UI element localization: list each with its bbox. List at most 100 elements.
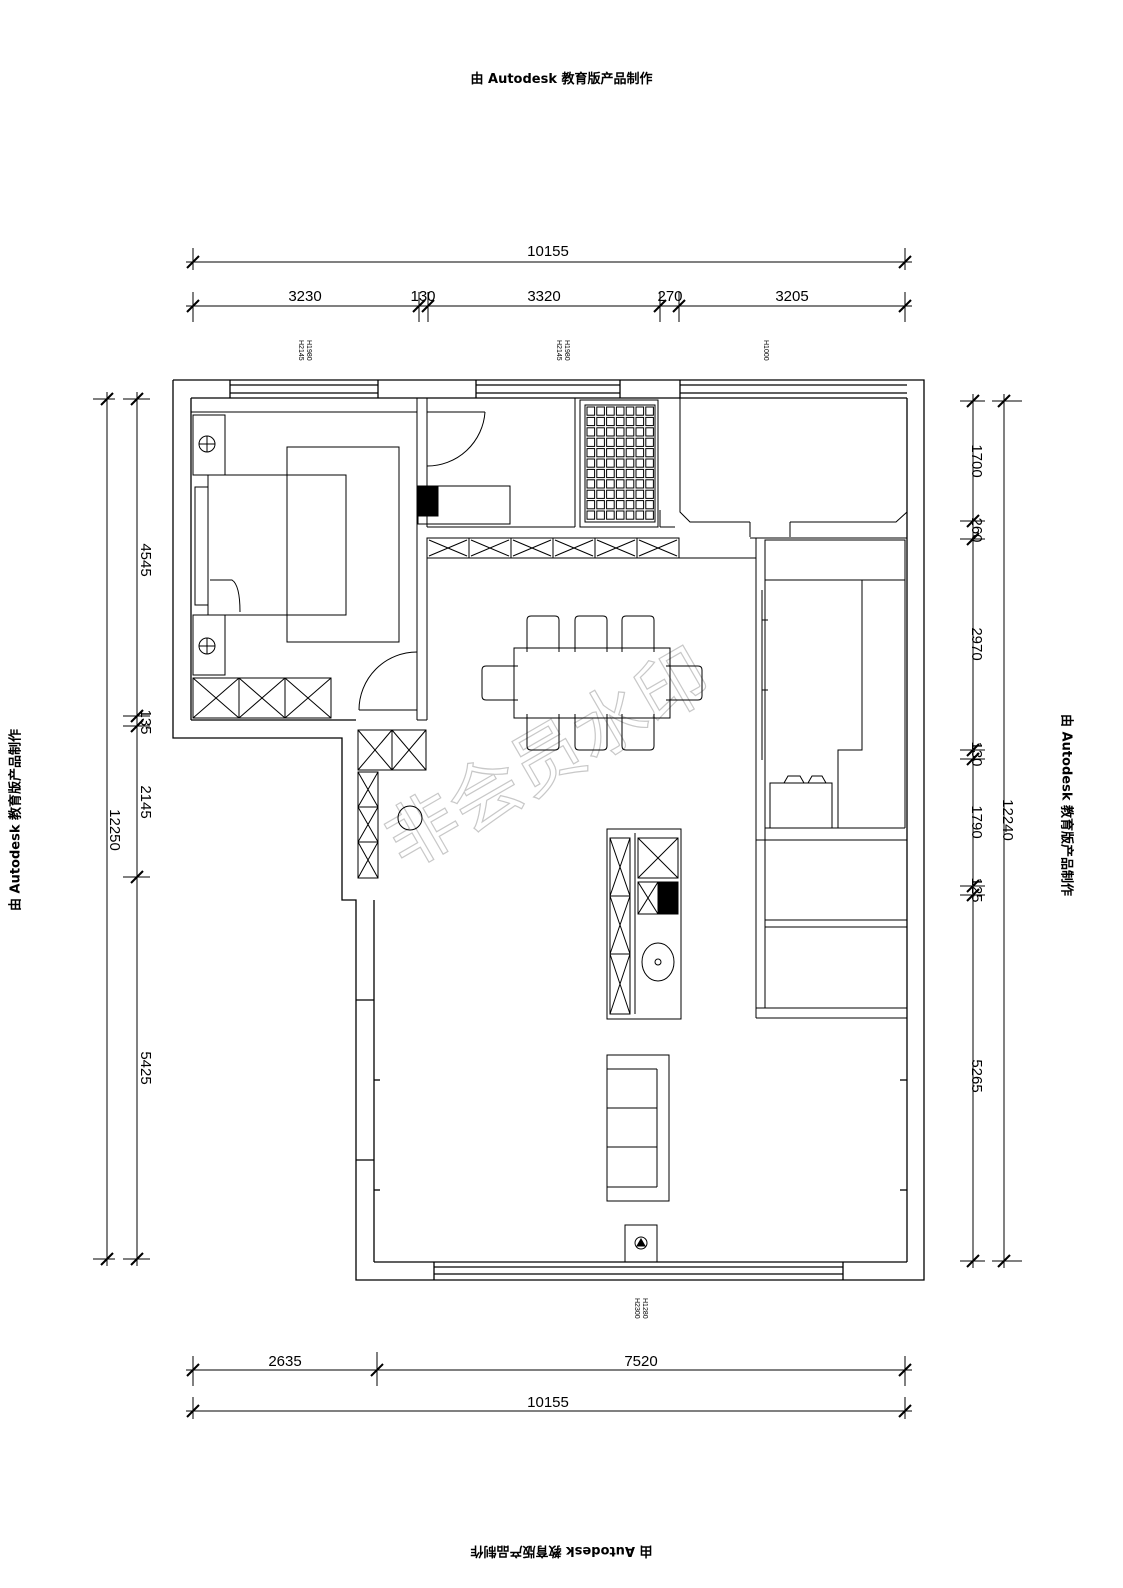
shower-tile (596, 458, 605, 468)
dim-right-seg-1: 1700 (968, 444, 985, 477)
shower-tile (645, 500, 654, 510)
shower-tile (606, 458, 615, 468)
shower-tile (596, 510, 605, 520)
shower-tile (645, 427, 654, 437)
dim-right-seg-6: 125 (968, 877, 985, 902)
shower-tile (645, 479, 654, 489)
dining-chair (666, 665, 703, 701)
dim-top-seg-5: 3205 (775, 288, 808, 305)
shower-tile (586, 479, 596, 489)
dim-right-seg-5: 1790 (968, 805, 985, 838)
bathroom-door-swing (426, 411, 486, 467)
shower-tile (606, 500, 615, 510)
shower-tile (596, 427, 605, 437)
stove (769, 782, 833, 829)
top-dimension-lines (186, 248, 912, 322)
dim-right-seg-2: 260 (968, 517, 985, 542)
shower-tile-area (579, 399, 659, 528)
bedroom-door-swing (358, 651, 418, 711)
shower-tile (625, 489, 635, 499)
dining-chair (574, 615, 608, 652)
shower-tile (645, 437, 654, 447)
bottom-dimension-lines (186, 1352, 912, 1419)
shower-tile (615, 448, 625, 458)
shower-tile (635, 427, 645, 437)
shower-tile (606, 510, 615, 520)
cabinet-cross (428, 539, 468, 557)
shower-tile (625, 510, 635, 520)
bathroom (417, 398, 576, 528)
bed (207, 474, 347, 616)
shower-tile (615, 489, 625, 499)
dim-top-seg-2: 130 (410, 288, 435, 305)
shower-tile (635, 448, 645, 458)
shower-tile (586, 427, 596, 437)
shower-tile (596, 489, 605, 499)
cabinet-cross (470, 539, 510, 557)
overlay-watermark: 非会员水印 (371, 632, 725, 885)
round-column (397, 805, 423, 831)
shower-tile (596, 406, 605, 416)
dim-top-seg-3: 3320 (527, 288, 560, 305)
shower-tile (606, 479, 615, 489)
dim-bottom-seg-1: 2635 (268, 1353, 301, 1370)
dining-chair (526, 714, 560, 751)
shower-tile (635, 458, 645, 468)
dim-bottom-total: 10155 (527, 1394, 569, 1411)
shower-tile (625, 427, 635, 437)
dining-area (481, 615, 703, 751)
dim-right-seg-3: 2970 (968, 627, 985, 660)
cabinet-cross (638, 539, 678, 557)
shower-tile (615, 427, 625, 437)
shower-tile (635, 468, 645, 479)
dim-bottom-seg-2: 7520 (624, 1353, 657, 1370)
shower-tile (635, 500, 645, 510)
shower-tile (606, 416, 615, 427)
window-label-top-2b: H2145 (555, 340, 562, 361)
dim-left-seg-3: 2145 (137, 785, 154, 818)
shower-tile (586, 510, 596, 520)
dim-top-total: 10155 (527, 243, 569, 260)
shower-tile (586, 458, 596, 468)
shower-tile (606, 406, 615, 416)
kitchen-island (606, 828, 682, 1020)
shower-tile (615, 479, 625, 489)
shower-tile (615, 458, 625, 468)
shower-tile (596, 437, 605, 447)
shower-tile (615, 416, 625, 427)
shower-tile (625, 458, 635, 468)
shower-tile (635, 510, 645, 520)
balcony (659, 398, 908, 537)
sofa (606, 1054, 670, 1202)
shower-tile (606, 437, 615, 447)
shower-tile (596, 479, 605, 489)
dim-right-seg-4: 130 (968, 741, 985, 766)
shower-tile (615, 510, 625, 520)
shower-tile (645, 458, 654, 468)
window-label-bottom-b: H2300 (633, 1298, 640, 1319)
shower-tile (625, 500, 635, 510)
shower-tile (606, 427, 615, 437)
shower-tile (635, 416, 645, 427)
dining-chair (481, 665, 518, 701)
cabinet-cross (512, 539, 552, 557)
shower-tile (645, 448, 654, 458)
shower-tile (625, 437, 635, 447)
shower-tile (625, 406, 635, 416)
shower-tile (645, 416, 654, 427)
window-label-top-1b: H2145 (297, 340, 304, 361)
shower-tile (586, 468, 596, 479)
shower-tile (606, 489, 615, 499)
shower-tile (625, 468, 635, 479)
kitchen (756, 539, 907, 1019)
tv-cabinet (624, 1224, 658, 1263)
shower-tile (645, 468, 654, 479)
shower-tile (635, 479, 645, 489)
dining-chair (621, 615, 655, 652)
shower-tile (586, 500, 596, 510)
dining-table (513, 647, 671, 719)
cabinet-cross (596, 539, 636, 557)
shower-tile (596, 500, 605, 510)
shower-tile (625, 448, 635, 458)
